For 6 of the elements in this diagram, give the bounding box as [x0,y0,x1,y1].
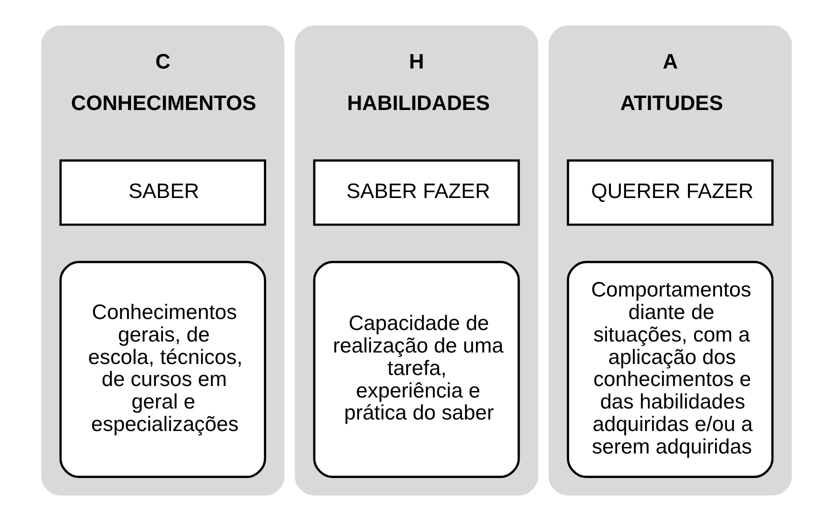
node-box: SABER [59,159,266,226]
node-box: Conhecimentos gerais, de escola, técnicos, de cursos em geral e especializações [59,260,266,478]
node-box: Capacidade de realização de uma tarefa, experiência e prática do saber [313,260,520,478]
node-box: QUERER FAZER [566,159,774,226]
node-box: Comportamentos diante de situações, com a aplicação dos conhecimentos e das habilidades adquiridas e/ou a serem adquiridas [566,260,774,478]
node-box: SABER FAZER [313,159,520,226]
